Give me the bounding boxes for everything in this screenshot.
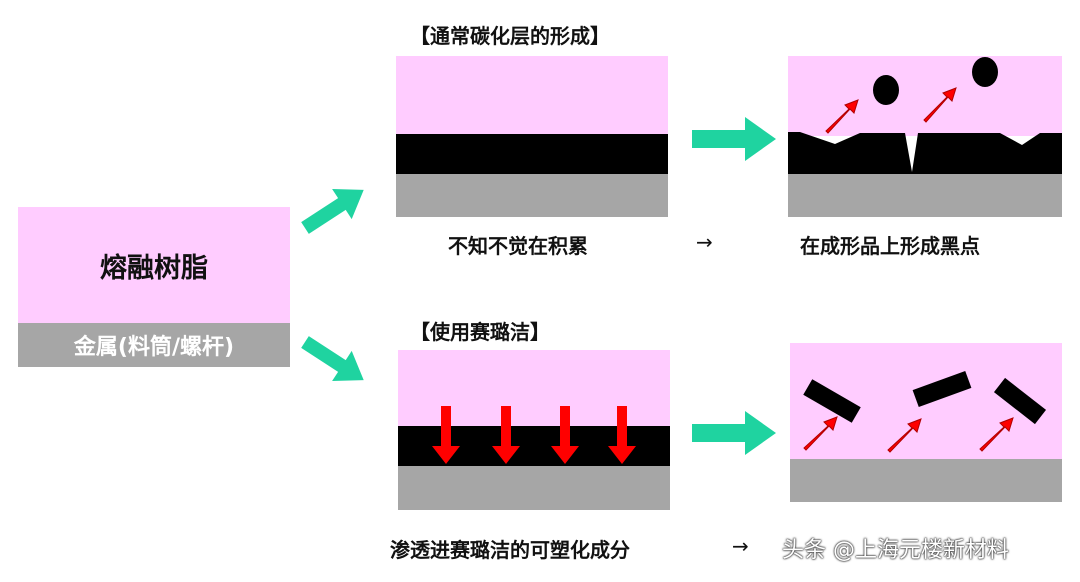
red-arrow xyxy=(923,87,957,123)
flow-arrow-right xyxy=(692,411,776,455)
bottom-caption-left: 渗透进赛璐洁的可塑化成分 xyxy=(390,538,630,562)
red-arrow xyxy=(979,417,1014,452)
bottom-stage2-metal xyxy=(790,459,1062,502)
bottom-stage1-metal xyxy=(398,466,670,510)
molten-resin-block: 熔融树脂 xyxy=(18,207,290,323)
top-stage2-broken-carbon-layer xyxy=(788,132,1062,174)
red-down-arrow xyxy=(492,406,520,464)
flow-arrow-up xyxy=(301,188,364,234)
top-stage2-metal xyxy=(788,174,1062,217)
top-row-title: 【通常碳化层的形成】 xyxy=(410,24,610,48)
black-spot xyxy=(972,57,998,87)
top-stage1-metal xyxy=(396,174,668,217)
red-down-arrow xyxy=(608,406,636,464)
flow-arrow-down xyxy=(301,336,364,382)
top-caption-arrow: → xyxy=(696,230,713,254)
red-arrow xyxy=(887,418,922,453)
top-stage1-carbon-layer xyxy=(396,134,668,174)
molten-resin-label: 熔融树脂 xyxy=(100,252,208,284)
red-down-arrow xyxy=(432,406,460,464)
red-arrow xyxy=(803,416,838,451)
red-arrow xyxy=(825,99,859,134)
carbon-flake xyxy=(993,377,1047,425)
top-caption-left: 不知不觉在积累 xyxy=(448,234,588,258)
red-down-arrow xyxy=(551,406,579,464)
top-stage2-resin xyxy=(788,56,1062,136)
bottom-stage1-resin xyxy=(398,350,670,426)
metal-barrel-label: 金属(料筒/螺杆) xyxy=(73,335,235,360)
top-caption-right: 在成形品上形成黑点 xyxy=(800,234,980,258)
bottom-caption-right: 头条 @上海元楼新材料 xyxy=(782,538,1009,563)
flow-arrow-right xyxy=(692,117,776,161)
bottom-row-title: 【使用赛璐洁】 xyxy=(410,320,550,344)
metal-barrel-block: 金属(料筒/螺杆) xyxy=(18,323,290,367)
carbon-flake xyxy=(803,379,861,423)
bottom-caption-arrow: → xyxy=(732,534,749,558)
top-stage1-resin xyxy=(396,56,668,134)
carbon-flake xyxy=(912,370,972,408)
black-spot xyxy=(873,75,899,105)
